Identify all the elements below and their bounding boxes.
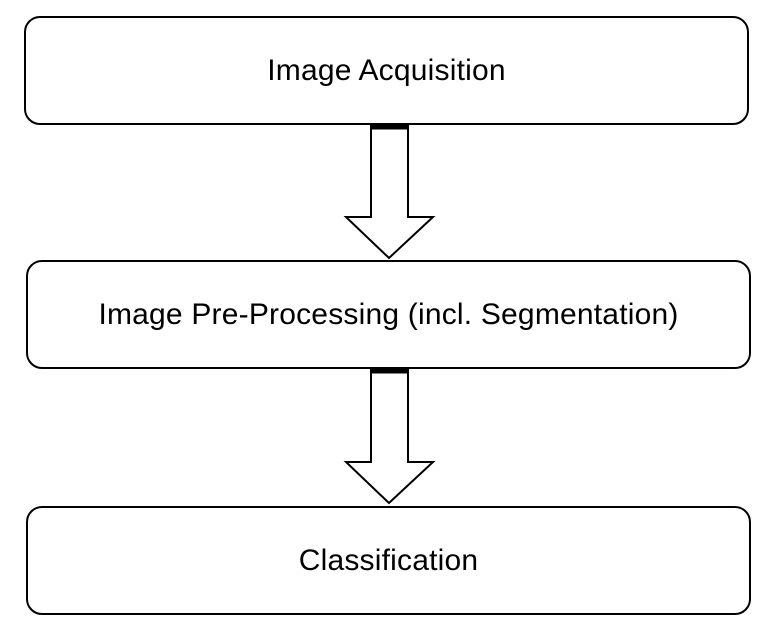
- step-box-image-acquisition: Image Acquisition: [24, 16, 749, 125]
- step-label: Image Pre-Processing (incl. Segmentation…: [98, 297, 679, 331]
- step-box-image-pre-processing: Image Pre-Processing (incl. Segmentation…: [26, 260, 751, 369]
- step-label: Image Acquisition: [267, 53, 506, 87]
- step-label: Classification: [298, 543, 479, 577]
- arrow-down-icon: [343, 369, 436, 505]
- step-box-classification: Classification: [26, 506, 751, 615]
- arrow-down-icon: [343, 125, 436, 260]
